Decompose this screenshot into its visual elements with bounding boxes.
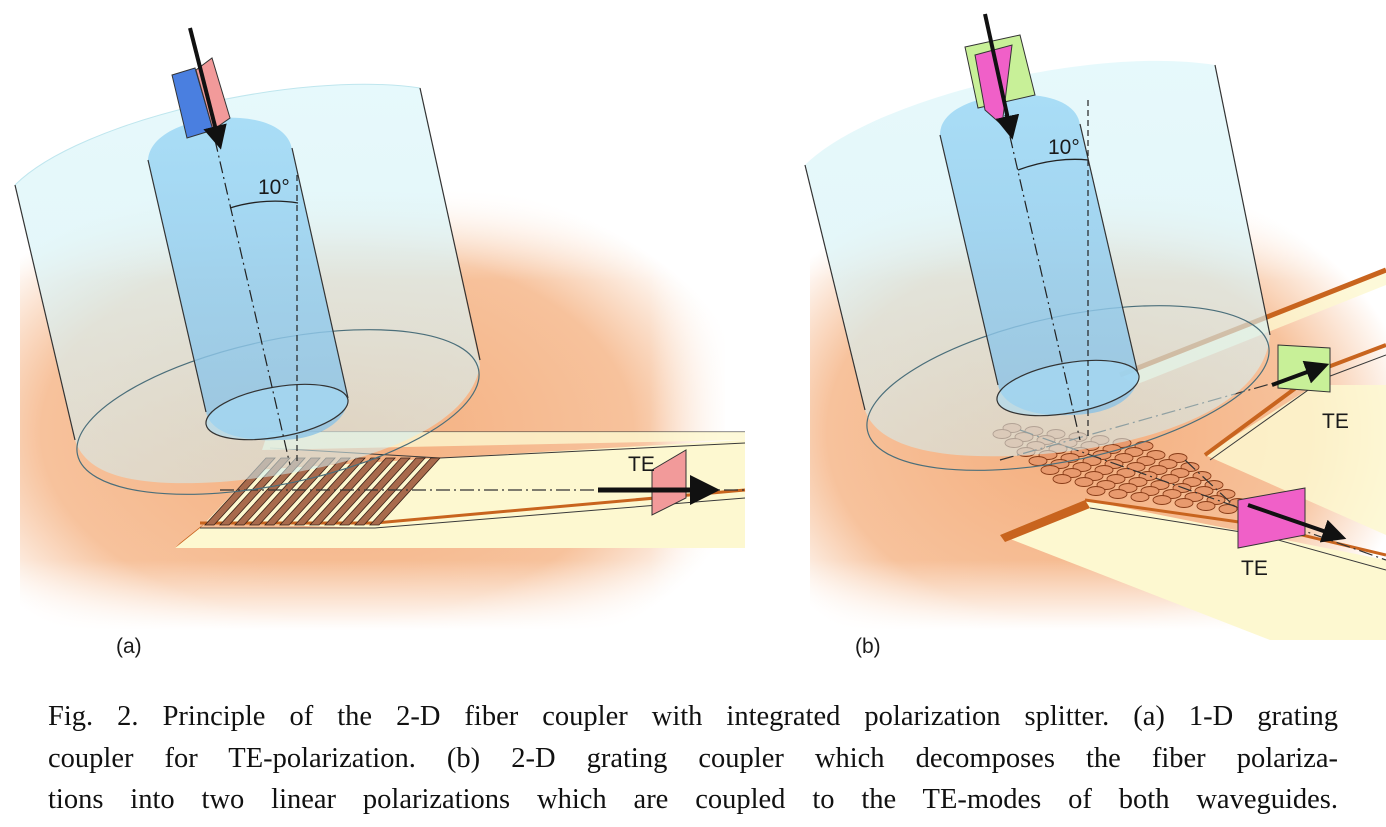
figure-caption: Fig. 2. Principle of the 2-D fiber coupl… [48,696,1338,821]
grating-hole [1174,498,1194,508]
te-plane-a [651,449,687,516]
te-label-b-bottom: TE [1241,557,1268,580]
input-arrow-a [188,27,227,150]
panel-b: 10° TE TE (b) [804,13,1386,658]
grating-line [324,457,396,526]
polarizer-b [964,34,1036,127]
te-label-b-top: TE [1322,410,1349,433]
grating-hole [1130,492,1150,502]
grating-hole [1086,486,1106,496]
te-plane-b-top [1277,344,1331,393]
caption-line-3: tions into two linear polarizations whic… [48,784,1338,815]
input-arrow-b [983,13,1020,140]
grating-hole [1196,501,1216,511]
figure: 10° TE (a) [14,13,1386,658]
grating-line [309,457,381,526]
output-arrow-b-top [1271,360,1330,387]
grating-hole [1040,465,1060,475]
grating-hole [1028,456,1048,466]
fiber-core-a [147,117,349,441]
grating-line [339,457,411,526]
te-label-a: TE [628,453,655,476]
grating-line [369,457,441,526]
grating-line [354,457,426,526]
grating-hole [1074,477,1094,487]
panel-a: 10° TE (a) [14,27,746,658]
output-arrow-b-bottom [1247,503,1347,543]
grating-hole [1052,474,1072,484]
caption-line-2: coupler for TE-polarization. (b) 2-D gra… [48,742,1338,774]
angle-label-b: 10° [1048,136,1080,159]
te-plane-b-bottom [1237,487,1306,549]
panel-label-b: (b) [855,635,881,658]
angle-label-a: 10° [258,176,290,199]
grating-line [294,457,366,526]
panel-label-a: (a) [116,635,142,658]
caption-line-1: Fig. 2. Principle of the 2-D fiber coupl… [48,701,1338,732]
grating-hole [1152,495,1172,505]
grating-hole [1108,489,1128,499]
